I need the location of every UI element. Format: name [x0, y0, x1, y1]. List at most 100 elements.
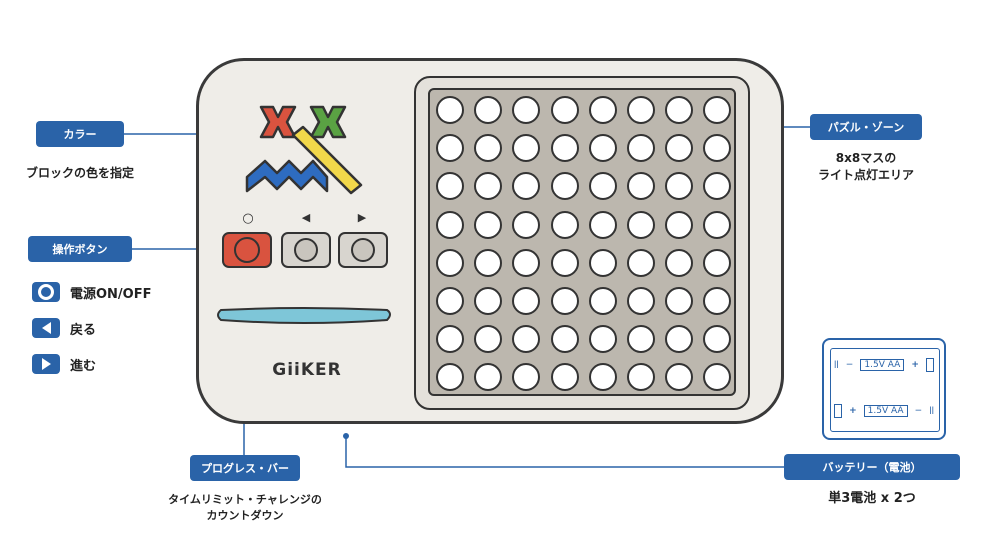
light-cell[interactable] [703, 287, 732, 315]
light-cell[interactable] [588, 287, 617, 315]
light-cell[interactable] [703, 248, 732, 277]
battery-minus-2: − [914, 406, 923, 416]
light-cell[interactable] [703, 172, 732, 201]
button-symbol-forward: ▶ [357, 211, 367, 224]
progress-bar [217, 307, 391, 324]
light-cell[interactable] [474, 325, 503, 354]
buttons-label: 操作ボタン [28, 236, 132, 262]
back-button[interactable] [281, 232, 331, 268]
light-cell[interactable] [627, 325, 655, 354]
light-cell[interactable] [550, 248, 579, 277]
light-cell[interactable] [665, 248, 694, 277]
circle-icon [32, 282, 60, 302]
legend-forward: 進む [32, 354, 96, 374]
light-cell[interactable] [665, 210, 694, 239]
light-cell[interactable] [474, 134, 503, 163]
legend-forward-text: 進む [70, 358, 97, 374]
battery-desc: 単3電池 x 2つ [828, 491, 916, 506]
light-cell[interactable] [627, 248, 655, 277]
legend-back-text: 戻る [70, 322, 97, 338]
light-cell[interactable] [665, 134, 694, 163]
light-cell[interactable] [512, 172, 541, 201]
light-cell[interactable] [512, 325, 541, 354]
progress-desc-line1: タイムリミット・チャレンジの [168, 493, 322, 506]
puzzle-desc-line1: 8x8マスの [835, 151, 897, 165]
light-cell[interactable] [474, 172, 503, 201]
light-cell[interactable] [436, 248, 464, 277]
battery-minus-1: − [845, 360, 854, 370]
light-cell[interactable] [665, 172, 694, 201]
light-cell[interactable] [627, 363, 655, 392]
light-cell[interactable] [588, 248, 617, 277]
battery-label: バッテリー（電池） [784, 454, 960, 480]
battery-cell-1: 1.5V AA [860, 359, 905, 371]
color-blocks-icon [245, 105, 363, 195]
legend-power-text: 電源ON/OFF [70, 286, 152, 302]
light-cell[interactable] [550, 210, 579, 239]
light-cell[interactable] [665, 325, 694, 354]
light-cell[interactable] [703, 96, 732, 124]
light-cell[interactable] [627, 210, 655, 239]
light-cell[interactable] [588, 363, 617, 392]
battery-connector [345, 437, 790, 468]
light-cell[interactable] [512, 210, 541, 239]
light-cell[interactable] [436, 96, 464, 124]
light-cell[interactable] [436, 210, 464, 239]
light-cell[interactable] [550, 287, 579, 315]
puzzle-desc-line2: ライト点灯エリア [817, 168, 914, 182]
progress-desc-line2: カウントダウン [206, 509, 284, 522]
light-cell[interactable] [703, 363, 732, 392]
light-cell[interactable] [436, 325, 464, 354]
light-cell[interactable] [436, 134, 464, 163]
power-button[interactable] [222, 232, 272, 268]
light-cell[interactable] [512, 248, 541, 277]
button-symbol-back: ◀ [301, 211, 311, 224]
light-cell[interactable] [550, 172, 579, 201]
light-cell[interactable] [474, 248, 503, 277]
light-cell[interactable] [588, 325, 617, 354]
color-label: カラー [36, 121, 124, 147]
light-cell[interactable] [550, 325, 579, 354]
color-desc: ブロックの色を指定 [25, 166, 134, 180]
light-cell[interactable] [703, 210, 732, 239]
battery-cell-2: 1.5V AA [863, 405, 908, 417]
button-symbol-power: ○ [242, 211, 254, 226]
light-cell[interactable] [512, 287, 541, 315]
light-cell[interactable] [627, 96, 655, 124]
light-cell[interactable] [665, 96, 694, 124]
battery-compartment: ꟾꟾ − 1.5V AA + + 1.5V AA − ꟾꟾ [822, 338, 946, 440]
brand-logo: GiiKER [272, 360, 342, 380]
light-cell[interactable] [512, 363, 541, 392]
light-cell[interactable] [627, 134, 655, 163]
right-triangle-icon [32, 354, 60, 374]
light-cell[interactable] [588, 210, 617, 239]
legend-power: 電源ON/OFF [32, 282, 152, 302]
light-cell[interactable] [436, 363, 464, 392]
light-cell[interactable] [665, 287, 694, 315]
light-cell[interactable] [588, 96, 617, 124]
progress-label: プログレス・バー [190, 455, 300, 481]
light-cell[interactable] [588, 172, 617, 201]
light-cell[interactable] [474, 363, 503, 392]
light-cell[interactable] [512, 96, 541, 124]
light-cell[interactable] [512, 134, 541, 163]
light-cell[interactable] [627, 287, 655, 315]
battery-plus-1: + [911, 360, 919, 370]
puzzle-label: パズル・ゾーン [810, 114, 922, 140]
forward-button[interactable] [338, 232, 388, 268]
light-cell[interactable] [703, 325, 732, 354]
light-cell[interactable] [588, 134, 617, 163]
puzzle-zone-grid [428, 88, 736, 396]
light-cell[interactable] [550, 134, 579, 163]
legend-back: 戻る [32, 318, 96, 338]
light-cell[interactable] [474, 96, 503, 124]
light-cell[interactable] [627, 172, 655, 201]
light-cell[interactable] [436, 287, 464, 315]
light-cell[interactable] [474, 287, 503, 315]
light-cell[interactable] [665, 363, 694, 392]
light-cell[interactable] [550, 363, 579, 392]
light-cell[interactable] [550, 96, 579, 124]
light-cell[interactable] [703, 134, 732, 163]
light-cell[interactable] [474, 210, 503, 239]
light-cell[interactable] [436, 172, 464, 201]
